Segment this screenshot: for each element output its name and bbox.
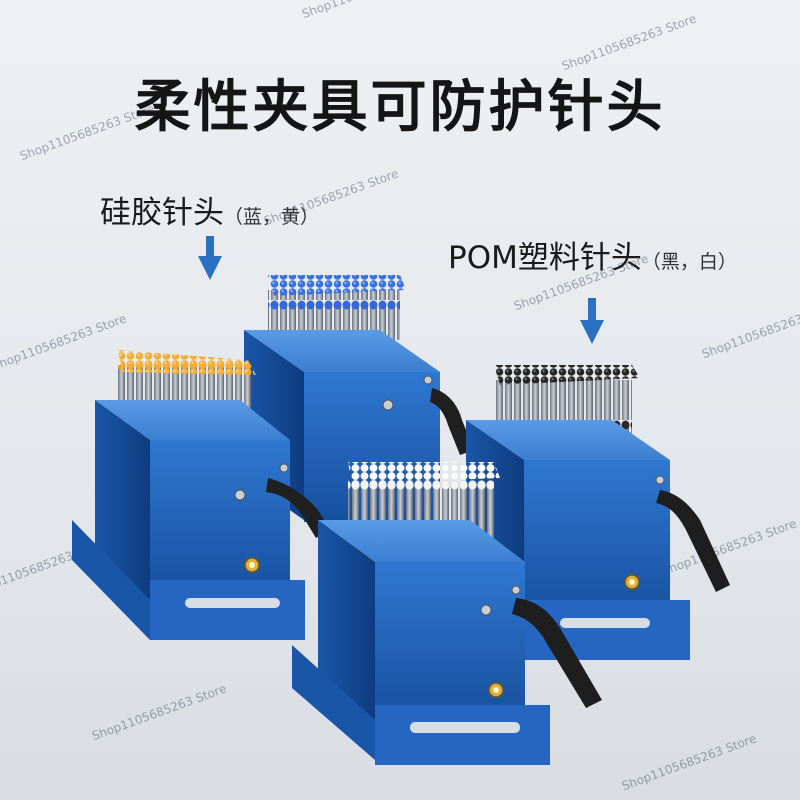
white-pom-fixture xyxy=(292,462,602,765)
pom-needle-label-main: POM塑料针头 xyxy=(448,240,642,276)
silicone-needle-label: 硅胶针头（蓝，黄） xyxy=(100,187,319,232)
yellow-silicone-fixture xyxy=(72,350,330,640)
silicone-needle-label-main: 硅胶针头 xyxy=(100,195,224,231)
page-title: 柔性夹具可防护针头 xyxy=(134,75,666,140)
arrow-down-icon-pom xyxy=(580,298,604,344)
pom-needle-label-note: （黑，白） xyxy=(641,251,737,273)
pom-needle-label: POM塑料针头（黑，白） xyxy=(448,232,737,277)
silicone-needle-label-note: （蓝，黄） xyxy=(224,206,320,228)
arrow-down-icon-silicone xyxy=(198,236,222,280)
